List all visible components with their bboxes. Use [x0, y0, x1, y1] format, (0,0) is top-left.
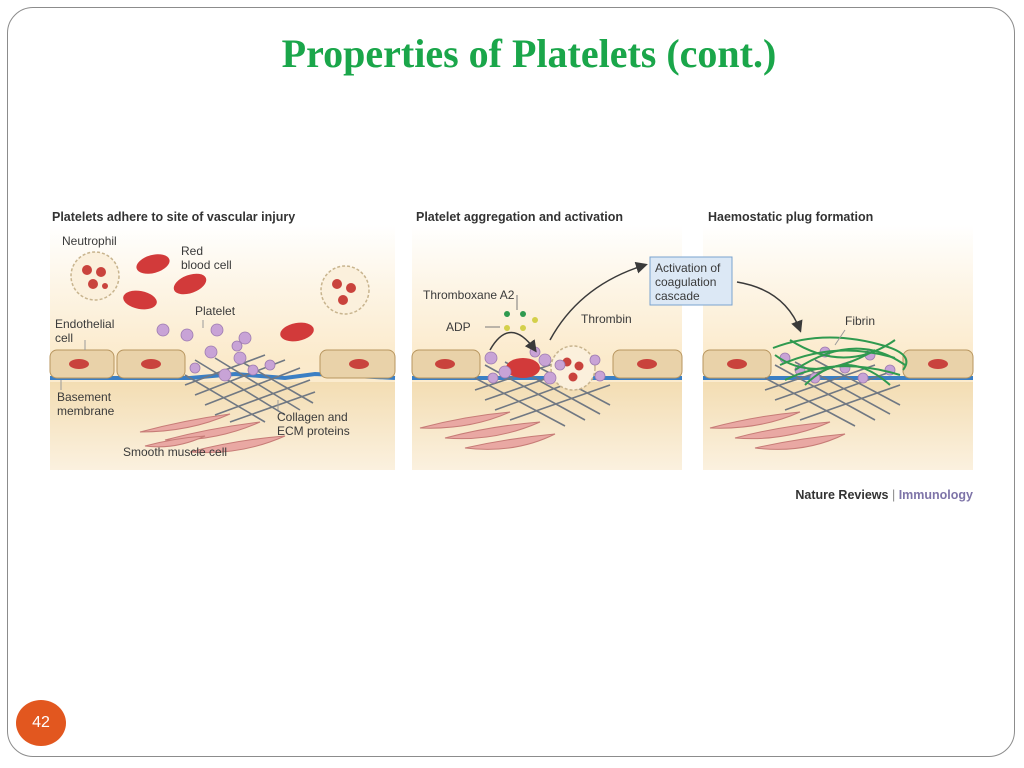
label-adp: ADP [446, 320, 471, 334]
label-red-blood-cell-line1: Red [181, 244, 204, 258]
endothelial-cells-3 [702, 349, 974, 379]
activation-arrow [489, 331, 537, 353]
label-basement-line2: membrane [57, 404, 115, 418]
platelet-figure: Platelets adhere to site of vascular inj… [45, 200, 980, 515]
coagulation-box-line1: Activation of [655, 261, 721, 275]
figure-artwork [49, 225, 974, 470]
label-platelet: Platelet [195, 304, 236, 318]
panel-title-adhesion: Platelets adhere to site of vascular inj… [52, 210, 296, 224]
fibrin-mesh [772, 336, 908, 386]
label-endothelial-line2: cell [55, 331, 74, 345]
red-blood-cells [123, 254, 540, 378]
label-collagen-line2: ECM proteins [277, 424, 350, 438]
label-thromboxane: Thromboxane A2 [423, 288, 515, 302]
thrombin-arrow [549, 261, 648, 341]
coagulation-box-line2: coagulation [655, 275, 717, 289]
coagulation-box [649, 256, 733, 306]
label-thrombin: Thrombin [581, 312, 632, 326]
fibrin-arrow [736, 281, 803, 333]
neutrophil-2 [320, 265, 370, 315]
neutrophil-1 [70, 251, 120, 301]
platelets [156, 323, 896, 385]
smooth-muscle-cells-1 [139, 413, 286, 454]
slide-title: Properties of Platelets (cont.) [281, 31, 777, 76]
endothelial-cells-1 [49, 349, 396, 379]
label-collagen-line1: Collagen and [277, 410, 348, 424]
credit-separator: | [891, 488, 896, 502]
signal-molecules [504, 311, 538, 331]
page-number-badge: 42 [16, 700, 66, 746]
label-fibrin: Fibrin [845, 314, 876, 328]
label-endothelial-line1: Endothelial [55, 317, 115, 331]
smooth-muscle-cells-3 [709, 411, 846, 450]
label-basement-line1: Basement [57, 390, 112, 404]
label-smooth-muscle: Smooth muscle cell [123, 445, 228, 459]
coagulation-box-line3: cascade [655, 289, 700, 303]
panel-title-plug: Haemostatic plug formation [708, 210, 874, 224]
panel-title-aggregation: Platelet aggregation and activation [416, 210, 623, 224]
label-red-blood-cell-line2: blood cell [181, 258, 232, 272]
label-neutrophil: Neutrophil [62, 234, 117, 248]
credit-journal: Nature Reviews [795, 488, 889, 502]
credit-section: Immunology [898, 488, 973, 502]
figure-credit: Nature Reviews | Immunology [795, 488, 973, 502]
smooth-muscle-cells-2 [419, 411, 556, 450]
endothelial-cells-2 [411, 349, 683, 379]
label-leaders [60, 320, 846, 410]
